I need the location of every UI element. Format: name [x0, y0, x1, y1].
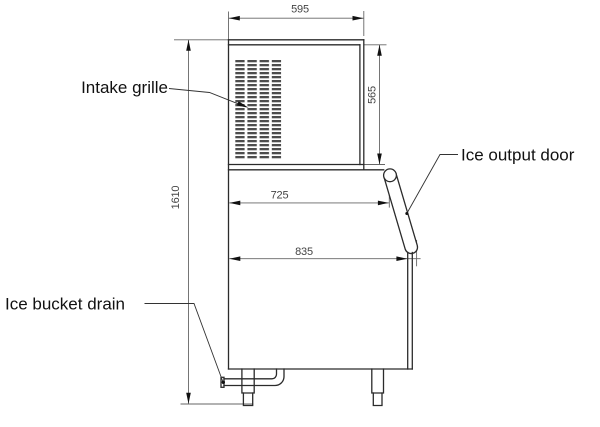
dim-565-value: 565: [367, 86, 379, 104]
ice-bucket-drain-leader-dot: [221, 380, 225, 384]
dim-1610-arrow-top: [186, 39, 191, 51]
dim-595-arrow-right: [352, 15, 364, 21]
dim-565-arrow-top: [377, 44, 382, 56]
dim-725-value: 725: [271, 189, 289, 201]
dim-835-value: 835: [295, 246, 313, 258]
dim-595-value: 595: [291, 4, 309, 16]
intake-grille-label: Intake grille: [81, 78, 168, 97]
dim-725-arrow-left: [229, 200, 241, 206]
left-leg-foot: [242, 392, 254, 407]
leader-lines: [144, 88, 458, 384]
ice-output-door-leader-dot: [405, 212, 409, 215]
dim-565-arrow-bottom: [377, 153, 382, 165]
ice-output-door-leader: [406, 154, 458, 214]
ice-output-door-label: Ice output door: [461, 146, 575, 165]
drain-pipe-inner-line: [223, 368, 278, 380]
dim-1610-value: 1610: [170, 186, 182, 210]
machine-outline: [220, 39, 419, 407]
intake-grille-leader-arrowhead: [237, 101, 249, 108]
dimension-lines: [174, 11, 421, 405]
dim-1610-arrow-bottom: [186, 392, 191, 404]
intake-grille-slots: [235, 60, 282, 159]
ice-bucket-drain-leader: [144, 303, 224, 382]
right-leg-foot: [372, 392, 383, 407]
dim-835-arrow-left: [229, 256, 241, 261]
door-hinge-circle: [382, 168, 398, 183]
intake-grille-leader: [168, 88, 241, 106]
dim-725-arrow-right: [377, 200, 389, 206]
dim-835-arrow-right: [396, 256, 408, 261]
ice-bucket-drain-label: Ice bucket drain: [5, 295, 125, 314]
drain-pipe-outer-line: [223, 368, 285, 387]
annotation-text: 595 565 1610 725 835 Intake grille Ice o…: [5, 4, 575, 314]
dim-595-arrow-left: [228, 15, 240, 21]
